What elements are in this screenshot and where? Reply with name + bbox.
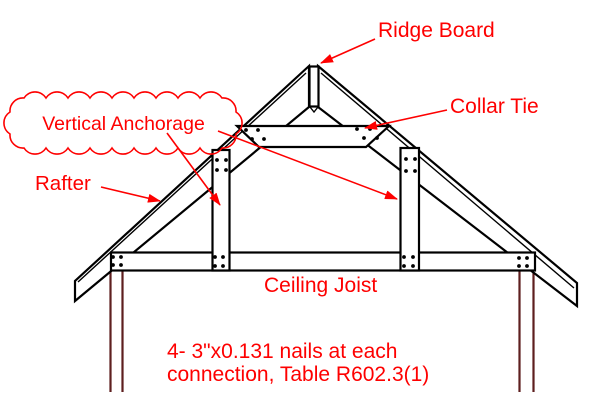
joist-right-end-connection-nail xyxy=(525,256,529,260)
left-strap-bottom-connection-nail xyxy=(213,264,217,268)
collar-tie-left-connection-nail xyxy=(250,137,254,141)
collar-tie-right-connection-nail xyxy=(355,127,359,131)
joist-right-end-connection-nail xyxy=(525,264,529,268)
joist-right-end-connection-nail xyxy=(517,264,521,268)
collar-tie-left-connection-nail xyxy=(244,128,248,132)
ridge-board-label: Ridge Board xyxy=(378,19,495,42)
annotations: Vertical Anchorage Ridge Board Collar Ti… xyxy=(3,19,539,386)
collar-tie-label: Collar Tie xyxy=(450,95,539,118)
joist-left-end-connection-nail xyxy=(119,255,123,259)
joist-right-end-connection-nail xyxy=(517,256,521,260)
left-strap-top-connection-nail xyxy=(224,168,228,172)
collar-tie-right-connection-nail xyxy=(375,136,379,140)
joist-left-end-connection-nail xyxy=(119,263,123,267)
anchorage-arrow-right xyxy=(217,130,398,200)
rafter-arrow xyxy=(100,186,161,203)
ridge-cut-lines xyxy=(309,106,319,114)
nail-note-line2: connection, Table R602.3(1) xyxy=(167,363,429,386)
joist-left-end-connection-nail xyxy=(111,263,115,267)
ceiling-joist xyxy=(109,251,537,272)
left-strap-top-connection-nail xyxy=(215,168,219,172)
ridge-board xyxy=(308,65,320,108)
left-strap-top-connection-nail xyxy=(215,158,219,162)
left-wall xyxy=(109,271,124,392)
right-strap-bottom-connection-nail xyxy=(411,255,415,259)
right-strap-top-connection-nail xyxy=(413,169,417,173)
collar-tie xyxy=(234,124,392,149)
rafter-label: Rafter xyxy=(35,172,91,195)
right-strap-top-connection-nail xyxy=(404,169,408,173)
revision-cloud xyxy=(3,91,243,155)
left-strap-top-connection-nail xyxy=(224,158,228,162)
left-strap-bottom-connection-nail xyxy=(213,255,217,259)
right-strap-top-connection-nail xyxy=(413,157,417,161)
nail-note-line1: 4- 3"x0.131 nails at each xyxy=(167,340,397,363)
right-wall xyxy=(518,271,535,392)
left-strap-bottom-connection-nail xyxy=(221,255,225,259)
left-anchorage-strap xyxy=(211,148,231,272)
collar-tie-left-connection-nail xyxy=(256,128,260,132)
left-strap-bottom-connection-nail xyxy=(221,264,225,268)
right-strap-bottom-connection-nail xyxy=(402,264,406,268)
collar-tie-arrow xyxy=(364,109,448,130)
right-strap-top-connection-nail xyxy=(404,157,408,161)
vertical-anchorage-label: Vertical Anchorage xyxy=(42,113,205,135)
right-strap-bottom-connection-nail xyxy=(402,255,406,259)
ridge-board-arrow xyxy=(320,38,376,64)
collar-tie-right-connection-nail xyxy=(362,136,366,140)
collar-tie-left-connection-nail xyxy=(262,137,266,141)
right-anchorage-strap xyxy=(399,146,421,272)
ceiling-joist-label: Ceiling Joist xyxy=(264,274,377,297)
left-rafter-edge-line xyxy=(77,72,307,283)
joist-left-end-connection-nail xyxy=(111,255,115,259)
nail-dots xyxy=(111,127,529,268)
anchorage-arrow-left xyxy=(166,132,221,206)
right-strap-bottom-connection-nail xyxy=(411,264,415,268)
